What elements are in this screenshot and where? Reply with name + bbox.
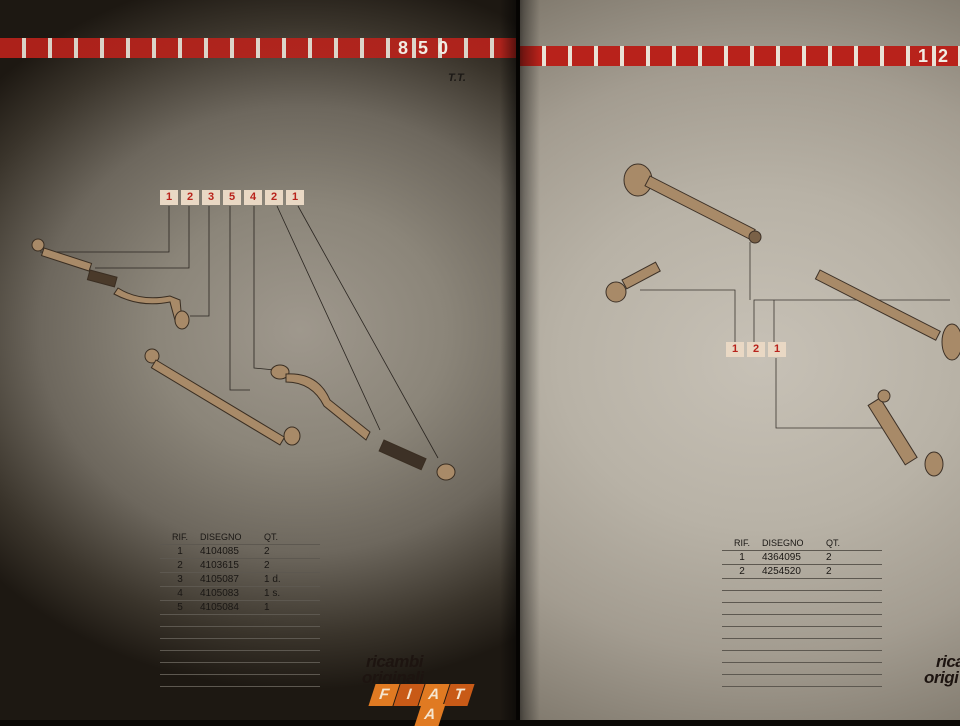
table-header: RIF. DISEGNO QT. bbox=[722, 536, 882, 550]
cell-qt: 1 d. bbox=[264, 574, 281, 585]
cell-qt: 1 s. bbox=[264, 588, 281, 599]
right-parts-table: RIF. DISEGNO QT. 1 4364095 2 2 4254520 2 bbox=[722, 536, 882, 698]
table-row: 5 4105084 1 bbox=[160, 600, 320, 614]
blank-row bbox=[160, 662, 320, 674]
table-row: 1 4104085 2 bbox=[160, 544, 320, 558]
blank-row bbox=[722, 650, 882, 662]
cell-rif: 5 bbox=[177, 602, 183, 613]
table-row: 2 4103615 2 bbox=[160, 558, 320, 572]
blank-row bbox=[722, 590, 882, 602]
cell-rif: 1 bbox=[739, 552, 745, 563]
left-model-number: 850 bbox=[398, 38, 459, 58]
blank-row bbox=[160, 686, 320, 698]
cell-disegno: 4104085 bbox=[200, 546, 239, 557]
cell-disegno: 4105087 bbox=[200, 574, 239, 585]
header-rif: RIF. bbox=[171, 532, 188, 542]
logo-line1: rica bbox=[936, 652, 960, 671]
header-rif: RIF. bbox=[733, 538, 750, 548]
cell-disegno: 4364095 bbox=[762, 552, 801, 563]
header-disegno: DISEGNO bbox=[762, 538, 804, 548]
right-ricambi-logo: rica origi bbox=[924, 652, 960, 687]
header-qt: QT. bbox=[264, 532, 279, 542]
callout-box: 2 bbox=[747, 342, 765, 357]
table-row: 3 4105087 1 d. bbox=[160, 572, 320, 586]
blank-row bbox=[722, 662, 882, 674]
blank-row bbox=[722, 638, 882, 650]
table-row: 1 4364095 2 bbox=[722, 550, 882, 564]
fiat-tile: A bbox=[414, 704, 446, 726]
cell-qt: 2 bbox=[264, 546, 270, 557]
fiat-logo-tile-lower: A bbox=[414, 704, 446, 726]
left-subtitle: T.T. bbox=[448, 72, 466, 84]
right-catalog-page bbox=[520, 0, 960, 720]
cell-rif: 3 bbox=[177, 574, 183, 585]
cell-disegno: 4105083 bbox=[200, 588, 239, 599]
header-qt: QT. bbox=[826, 538, 841, 548]
callout-box: 4 bbox=[244, 190, 262, 205]
header-disegno: DISEGNO bbox=[200, 532, 242, 542]
blank-row bbox=[722, 614, 882, 626]
cell-qt: 2 bbox=[826, 552, 832, 563]
callout-box: 1 bbox=[726, 342, 744, 357]
left-steering-linkage-drawing bbox=[31, 205, 456, 481]
blank-row bbox=[722, 602, 882, 614]
right-reference-callouts: 1 2 1 bbox=[726, 342, 786, 357]
table-row: 2 4254520 2 bbox=[722, 564, 882, 578]
blank-row bbox=[722, 626, 882, 638]
table-row: 4 4105083 1 s. bbox=[160, 586, 320, 600]
blank-row bbox=[722, 686, 882, 698]
cell-disegno: 4103615 bbox=[200, 560, 239, 571]
blank-row bbox=[160, 626, 320, 638]
callout-box: 1 bbox=[286, 190, 304, 205]
left-reference-callouts: 1 2 3 5 4 2 1 bbox=[160, 190, 304, 205]
callout-box: 1 bbox=[768, 342, 786, 357]
left-parts-table: RIF. DISEGNO QT. 1 4104085 2 2 4103615 2… bbox=[160, 530, 320, 698]
cell-disegno: 4254520 bbox=[762, 566, 801, 577]
logo-line1: ricambi bbox=[366, 652, 423, 671]
cell-qt: 2 bbox=[826, 566, 832, 577]
logo-line2: origi bbox=[924, 668, 959, 687]
callout-box: 5 bbox=[223, 190, 241, 205]
right-model-number: 12 bbox=[918, 46, 959, 66]
blank-row bbox=[160, 650, 320, 662]
blank-row bbox=[160, 674, 320, 686]
cell-rif: 1 bbox=[177, 546, 183, 557]
ricambi-originali-logo: ricambi originali bbox=[362, 652, 424, 687]
right-steering-linkage-drawing bbox=[605, 163, 960, 477]
callout-box: 3 bbox=[202, 190, 220, 205]
cell-rif: 2 bbox=[739, 566, 745, 577]
logo-line2: originali bbox=[362, 668, 424, 687]
callout-box: 2 bbox=[181, 190, 199, 205]
cell-rif: 2 bbox=[177, 560, 183, 571]
cell-disegno: 4105084 bbox=[200, 602, 239, 613]
blank-row bbox=[160, 614, 320, 626]
blank-row bbox=[722, 578, 882, 590]
fiat-logo-tiles: F I A T bbox=[368, 684, 475, 706]
blank-row bbox=[160, 638, 320, 650]
cell-qt: 2 bbox=[264, 560, 270, 571]
left-header-stripe bbox=[0, 38, 516, 58]
callout-box: 1 bbox=[160, 190, 178, 205]
table-header: RIF. DISEGNO QT. bbox=[160, 530, 320, 544]
right-header-stripe bbox=[520, 46, 960, 66]
blank-row bbox=[722, 674, 882, 686]
callout-box: 2 bbox=[265, 190, 283, 205]
cell-rif: 4 bbox=[177, 588, 183, 599]
cell-qt: 1 bbox=[264, 602, 270, 613]
